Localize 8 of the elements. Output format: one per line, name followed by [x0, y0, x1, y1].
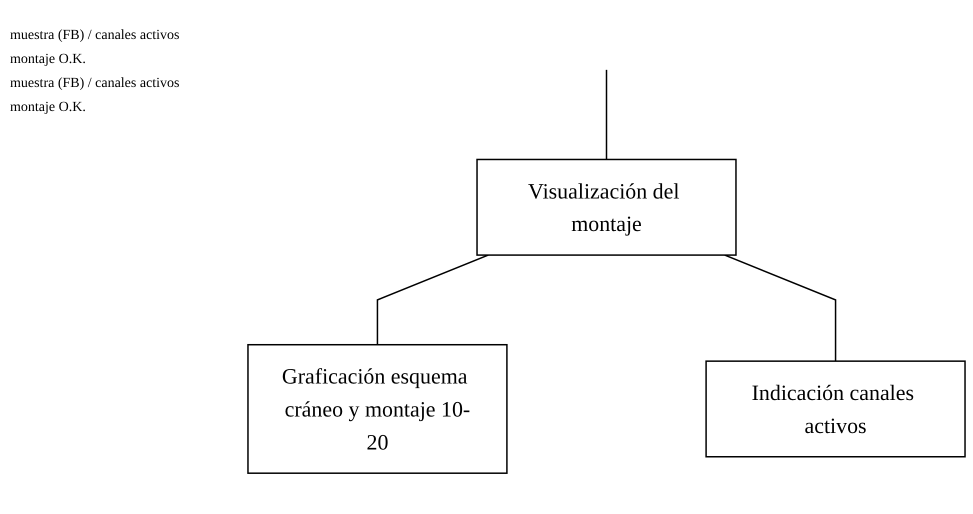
data-couple-label: muestra (FB) / canales activos — [10, 28, 181, 44]
data-couple-label: montaje O.K. — [10, 52, 87, 68]
node-box: Indicación canales activos — [705, 360, 966, 458]
connector — [606, 70, 608, 160]
node-box: Graficación esquema cráneo y montaje 10-20 — [247, 344, 508, 474]
data-couple-label: muestra (FB) / canales activos — [10, 76, 181, 92]
data-couple-label: montaje O.K. — [10, 100, 87, 116]
node-box: Visualización del montaje — [476, 159, 737, 256]
